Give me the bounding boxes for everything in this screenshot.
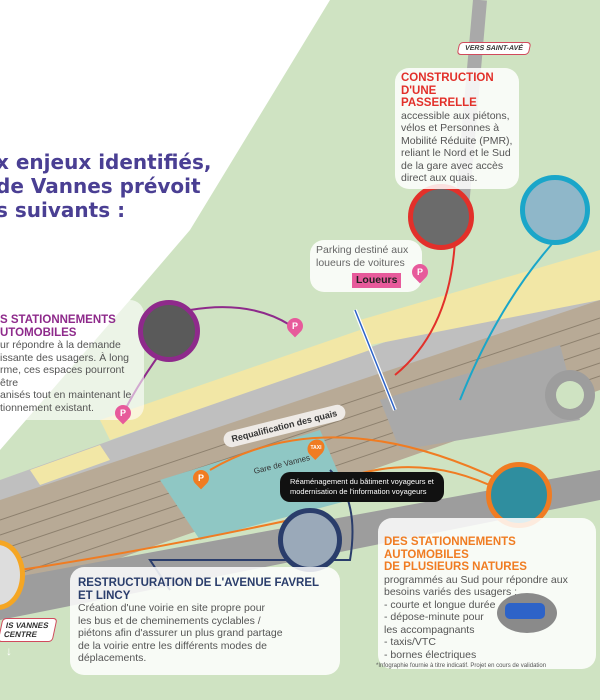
card-heading: ET LINCY <box>78 589 131 602</box>
parking-pin: P <box>283 314 307 338</box>
card-heading: CONSTRUCTION <box>401 72 494 84</box>
parking-illustration <box>138 300 200 362</box>
title-line: s suivants : <box>0 198 126 222</box>
south-parking <box>380 345 580 450</box>
card-body: accessible aux piétons,vélos et Personne… <box>401 109 513 185</box>
parking-pin: P <box>408 260 432 284</box>
bus-illustration <box>520 175 590 245</box>
sign-text: CENTRE <box>3 630 38 639</box>
north-parking-lot <box>100 330 370 440</box>
parking-pin: P <box>189 466 213 490</box>
taxi-illustration <box>497 593 557 633</box>
passerelle-illustration <box>408 184 474 250</box>
footnote: *Infographie fournie à titre indicatif. … <box>376 663 547 669</box>
avenue-illustration <box>278 508 342 572</box>
card-heading: RESTRUCTURATION DE L'AVENUE FAVREL <box>78 577 320 589</box>
card-heading: DES STATIONNEMENTS AUTOMOBILES <box>384 536 516 561</box>
card-heading: DE PLUSIEURS NATURES <box>384 561 527 573</box>
card-heading: D'UNE PASSERELLE <box>401 84 477 110</box>
arrow-down-icon: ↓ <box>6 644 12 658</box>
card-heading: S STATIONNEMENTS <box>0 314 116 326</box>
title-line: x enjeux identifiés, <box>0 150 212 174</box>
parking-pin: P <box>111 401 135 425</box>
card-body: Création d'une voirie en site propre pou… <box>78 602 283 664</box>
orange-arrow <box>209 436 501 481</box>
sign-vers-saint-ave: VERS SAINT-AVÉ <box>456 42 532 55</box>
passerelle-arrow <box>394 239 456 376</box>
sign-text: VERS SAINT-AVÉ <box>464 45 524 52</box>
loueurs-badge: Loueurs <box>352 273 402 288</box>
page-title: x enjeux identifiés, de Vannes prévoit s… <box>0 150 211 222</box>
sign-text: IS VANNES <box>5 621 50 630</box>
card-heading: UTOMOBILES <box>0 326 77 339</box>
title-line: de Vannes prévoit <box>0 174 201 198</box>
